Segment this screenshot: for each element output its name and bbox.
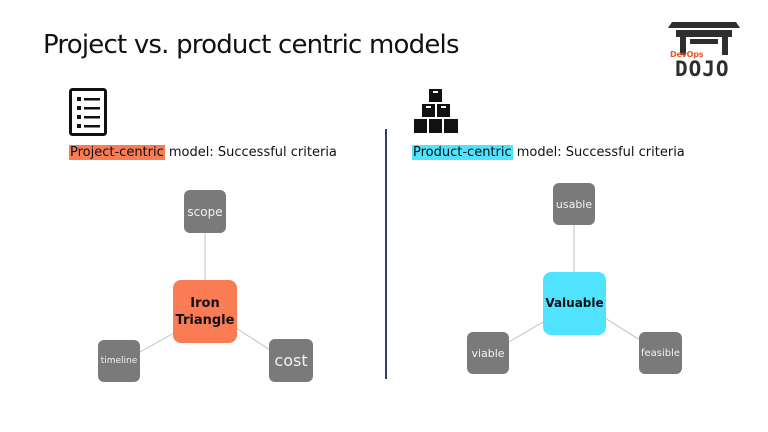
project-centric-highlight: Project-centric	[69, 145, 165, 160]
project-criteria-caption: Project-centric model: Successful criter…	[69, 145, 337, 160]
logo-dojo-text: DOJO	[675, 57, 730, 81]
logo-devops-text: DevOps	[670, 50, 704, 59]
slide-title: Project vs. product centric models	[43, 30, 460, 60]
project-criteria-text: model: Successful criteria	[164, 145, 337, 160]
connector-line	[139, 332, 175, 353]
checklist-icon	[69, 88, 107, 136]
node-feasible: feasible	[639, 332, 682, 374]
node-usable: usable	[553, 183, 595, 225]
boxes-stack-icon	[414, 89, 458, 133]
node-scope: scope	[184, 190, 226, 233]
connector-line	[508, 321, 544, 343]
connector-line	[604, 317, 641, 341]
node-cost: cost	[269, 339, 313, 382]
section-divider	[385, 129, 387, 379]
node-timeline: timeline	[98, 340, 140, 382]
product-criteria-caption: Product-centric model: Successful criter…	[412, 145, 685, 160]
iron-triangle-line1: Iron	[190, 295, 220, 311]
node-viable: viable	[467, 332, 509, 374]
devops-dojo-logo: DevOps DOJO	[668, 18, 740, 82]
iron-triangle-line2: Triangle	[175, 312, 235, 328]
product-criteria-text: model: Successful criteria	[512, 145, 685, 160]
product-centric-highlight: Product-centric	[412, 145, 513, 160]
dojo-roof-icon	[668, 22, 740, 55]
node-valuable: Valuable	[543, 272, 606, 335]
connector-line	[235, 327, 271, 351]
